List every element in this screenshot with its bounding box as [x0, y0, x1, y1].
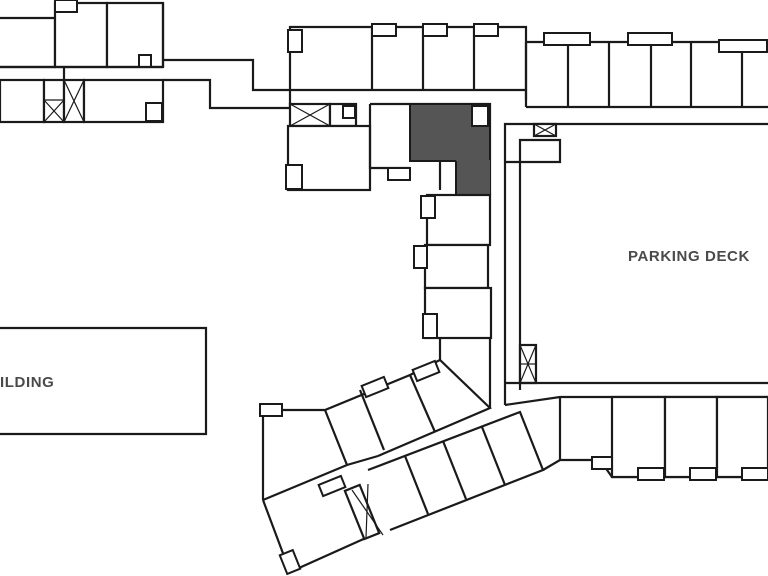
stair-left-a: [42, 78, 66, 124]
unit-stack-1[interactable]: [425, 193, 492, 247]
highlighted-unit-ext: [456, 160, 490, 195]
unit-left-strip[interactable]: [0, 78, 46, 124]
top-left-wing: [0, 0, 165, 124]
lower-left-wing: [259, 358, 492, 576]
left-building: ILDING: [0, 326, 208, 436]
unit-top-left-b[interactable]: [105, 1, 165, 69]
central-core: [285, 102, 492, 196]
corridor-connectors: [163, 58, 290, 110]
unit-stack-2[interactable]: [423, 243, 490, 290]
unit-bottom-right-3[interactable]: [715, 395, 768, 479]
highlighted-unit[interactable]: [409, 103, 491, 162]
stair-lower: [343, 483, 381, 541]
unit-bottom-right-2[interactable]: [663, 395, 719, 479]
parking-deck: PARKING DECK: [503, 122, 768, 405]
parking-deck-label: PARKING DECK: [628, 248, 750, 265]
top-right-row: [524, 32, 768, 109]
lower-right-wing: [367, 395, 768, 532]
building-label: ILDING: [0, 374, 54, 391]
unit-bottom-right-1[interactable]: [610, 395, 667, 479]
top-center-block: [287, 23, 528, 108]
central-stack: [413, 193, 493, 408]
